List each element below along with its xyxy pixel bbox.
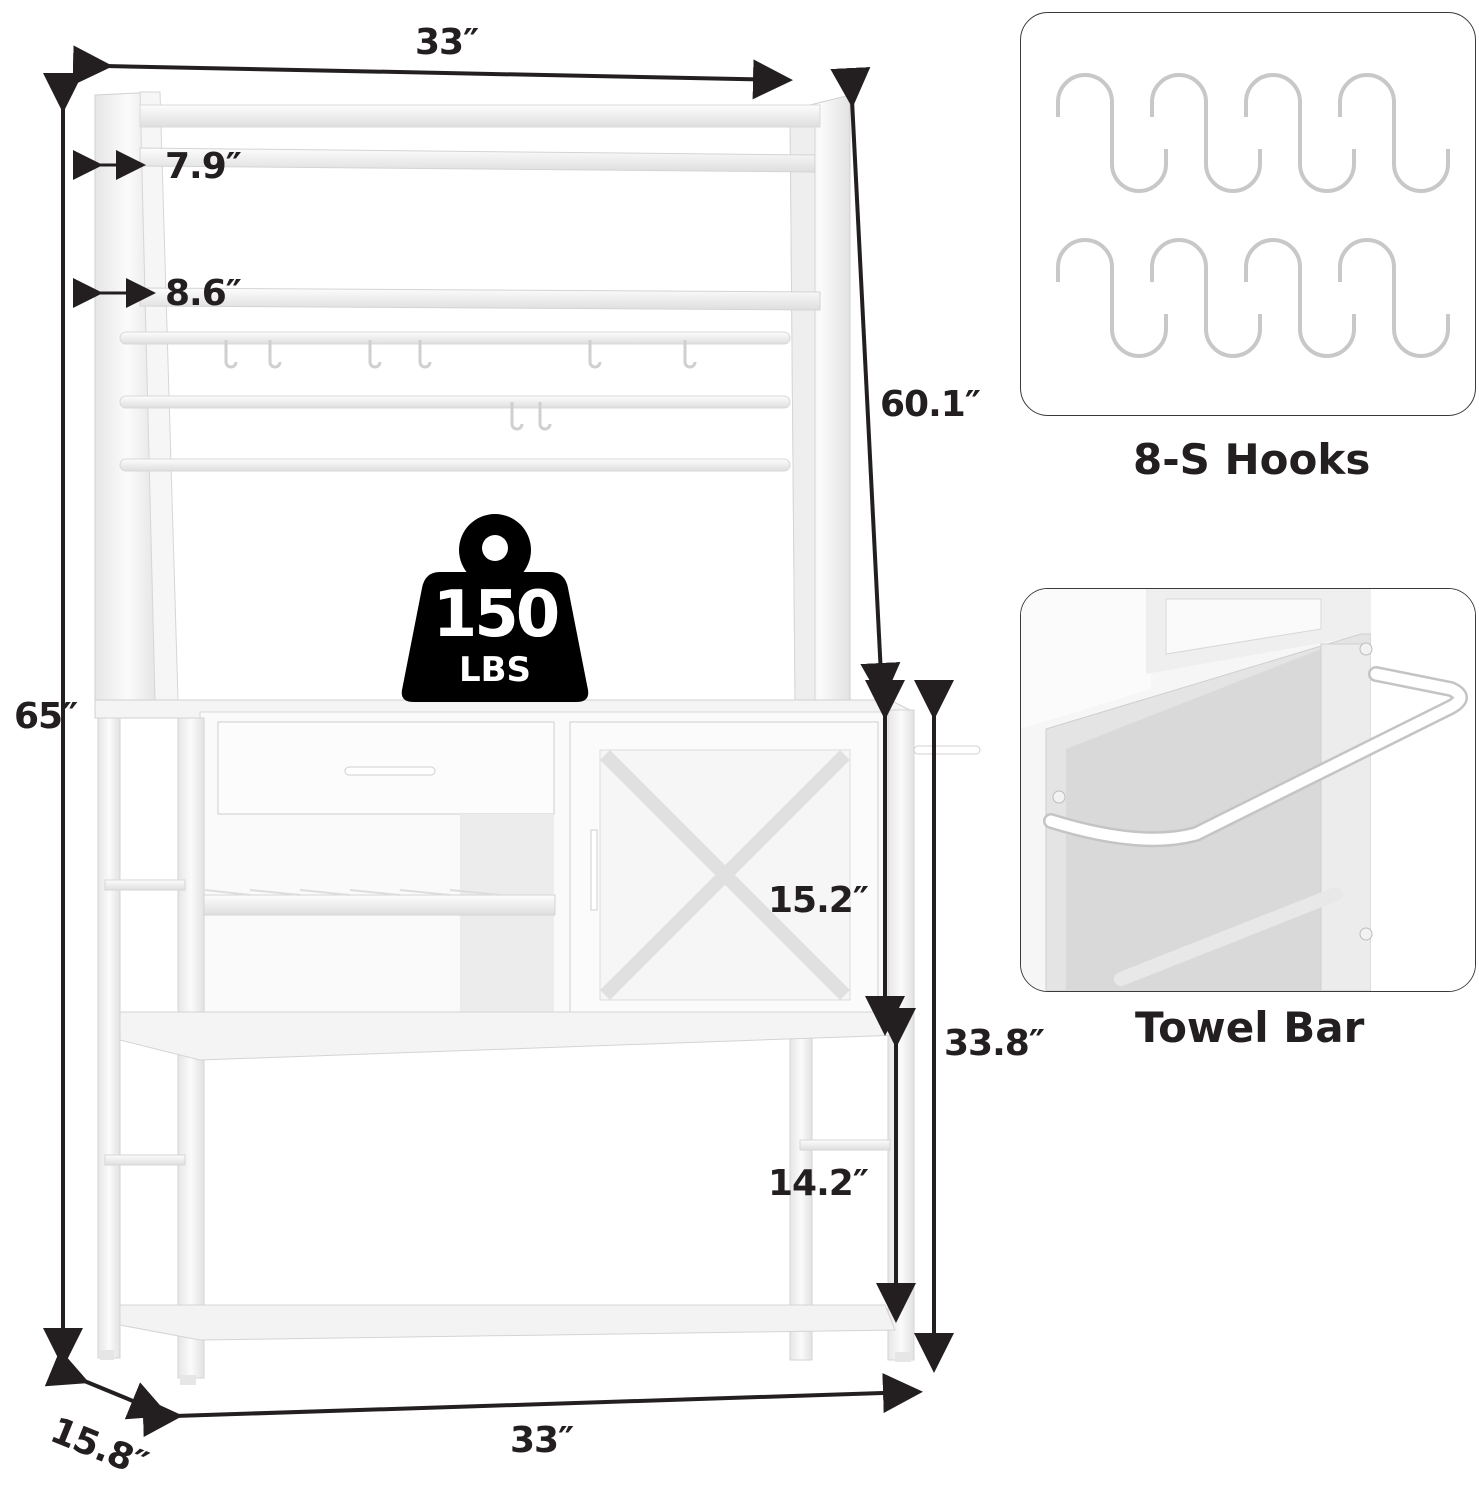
hooks-feature-panel [1020, 12, 1476, 416]
label-bottom-clearance: 14.2″ [768, 1163, 869, 1204]
label-shelf-depth-second: 8.6″ [165, 273, 242, 314]
towel-bar-illustration [1021, 589, 1475, 991]
label-shelf-depth-top: 7.9″ [165, 146, 242, 187]
weight-value: 150 [432, 578, 561, 652]
hooks-caption: 8-S Hooks [1133, 435, 1371, 484]
towel-bar-feature-panel [1020, 588, 1476, 992]
dim-line-base-width [142, 1373, 923, 1438]
label-base-width: 33″ [510, 1420, 574, 1461]
dim-line-top-width [72, 45, 793, 100]
label-counter-height: 33.8″ [944, 1023, 1045, 1064]
towel-bar-caption: Towel Bar [1135, 1003, 1365, 1052]
product-drawing: 33″ 7.9″ 8.6″ 60.1″ 65″ 15.2″ 33.8″ 14.2… [14, 22, 1045, 1485]
s-hook-icons [1056, 73, 1450, 358]
label-hutch-height: 60.1″ [880, 384, 981, 425]
weight-unit: LBS [458, 650, 532, 690]
label-total-height: 65″ [14, 696, 78, 737]
label-cabinet-height: 15.2″ [768, 880, 869, 921]
weight-icon [401, 514, 589, 702]
dim-line-hutch-height [830, 67, 901, 703]
label-top-width: 33″ [415, 22, 479, 63]
dim-line-depth [44, 1349, 170, 1420]
bakers-rack-illustration [43, 45, 981, 1438]
weight-capacity-badge: 150 LBS [400, 510, 590, 705]
hanging-hooks [224, 340, 697, 431]
